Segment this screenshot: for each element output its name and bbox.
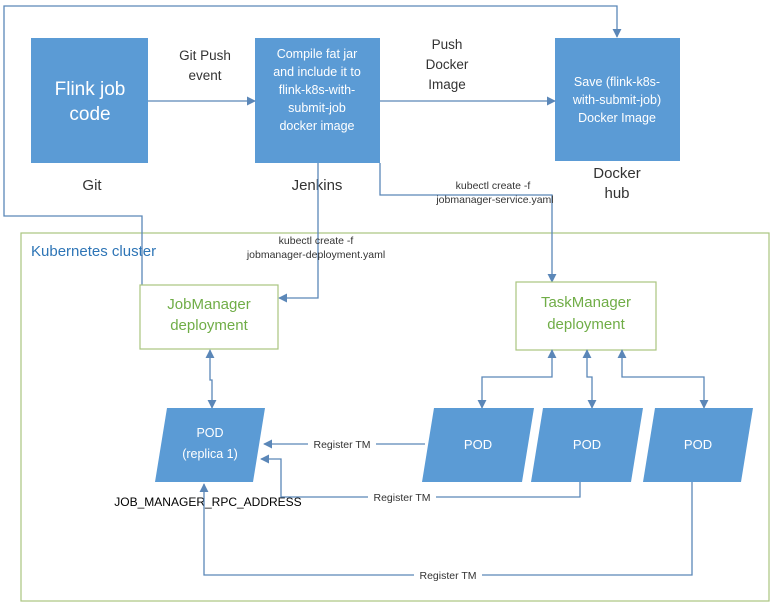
jobmanager-pod <box>155 408 265 482</box>
jobmanager-pod-link <box>205 349 217 409</box>
git-push-label-line2: event <box>188 68 221 83</box>
taskmanager-pod-1-label: POD <box>464 437 492 452</box>
taskmanager-deployment-label-line2: deployment <box>547 316 625 333</box>
git-caption: Git <box>82 177 102 194</box>
docker-hub-caption-line1: Docker <box>593 165 641 182</box>
docker-hub-label-line3: Docker Image <box>578 111 656 125</box>
jobmanager-deployment-box <box>139 284 279 350</box>
kubectl-deployment-label-line2: jobmanager-deployment.yaml <box>246 249 385 261</box>
git-push-label-line1: Git Push <box>179 48 231 63</box>
taskmanager-pod-1 <box>422 408 534 482</box>
kubectl-deployment-arrow <box>278 163 319 303</box>
job-manager-rpc-address-label: JOB_MANAGER_RPC_ADDRESS <box>114 495 301 509</box>
jenkins-label-line4: submit-job <box>288 101 346 115</box>
kubectl-service-label-line1: kubectl create -f <box>456 180 531 192</box>
push-docker-label-line3: Image <box>428 77 466 92</box>
taskmanager-deployment-label-line1: TaskManager <box>541 294 631 311</box>
kubectl-deployment-label-line1: kubectl create -f <box>279 235 354 247</box>
docker-hub-caption-line2: hub <box>604 185 629 202</box>
docker-hub-label-line1: Save (flink-k8s- <box>574 75 660 89</box>
kubernetes-cluster-title: Kubernetes cluster <box>31 243 156 260</box>
jenkins-label-line5: docker image <box>279 119 354 133</box>
jobmanager-deployment-label-line1: JobManager <box>167 296 250 313</box>
taskmanager-pod-3-label: POD <box>684 437 712 452</box>
jenkins-caption: Jenkins <box>292 177 343 194</box>
kubectl-service-arrow <box>379 163 557 283</box>
docker-hub-label-line2: with-submit-job) <box>572 93 661 107</box>
flink-job-code-label-line2: code <box>69 104 110 125</box>
jenkins-label-line1: Compile fat jar <box>277 47 358 61</box>
kubernetes-cluster-frame <box>20 232 770 602</box>
register-tm-label-3: Register TM <box>420 570 477 582</box>
taskmanager-pod1-link <box>477 349 557 409</box>
kubectl-service-label-line2: jobmanager-service.yaml <box>435 194 553 206</box>
jenkins-compile-box <box>255 38 380 163</box>
jobmanager-pod-label-line1: POD <box>196 426 223 440</box>
jobmanager-deployment-label-line2: deployment <box>170 317 248 334</box>
taskmanager-pod3-link <box>617 349 709 409</box>
jenkins-label-line3: flink-k8s-with- <box>279 83 355 97</box>
flink-job-code-label-line1: Flink job <box>55 79 126 100</box>
register-tm-arrow-2 <box>260 454 581 498</box>
jobmanager-to-dockerhub-loop <box>3 5 622 295</box>
register-tm-label-2: Register TM <box>374 492 431 504</box>
jobmanager-pod-label-line2: (replica 1) <box>182 447 238 461</box>
taskmanager-deployment-box <box>515 281 657 351</box>
push-docker-label-line2: Docker <box>426 57 469 72</box>
push-docker-label-line1: Push <box>432 37 463 52</box>
register-tm-label-1: Register TM <box>314 439 371 451</box>
taskmanager-pod-3 <box>643 408 753 482</box>
taskmanager-pod2-link <box>582 349 597 409</box>
jenkins-label-line2: and include it to <box>273 65 361 79</box>
docker-hub-box <box>555 38 680 161</box>
taskmanager-pod-2 <box>531 408 643 482</box>
flink-job-code-box <box>31 38 148 163</box>
taskmanager-pod-2-label: POD <box>573 437 601 452</box>
